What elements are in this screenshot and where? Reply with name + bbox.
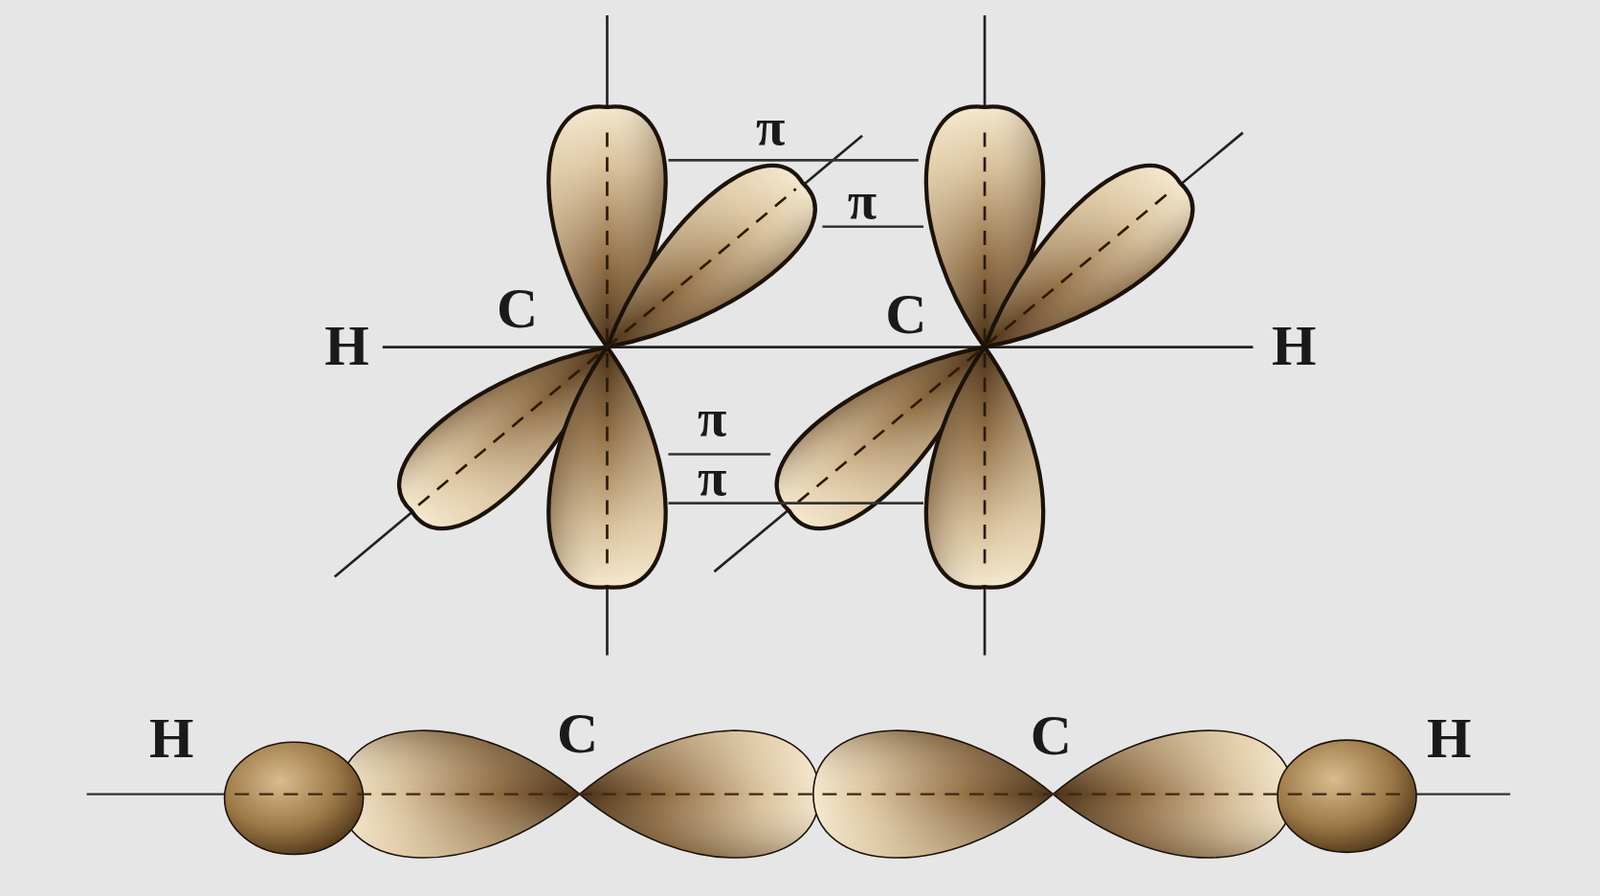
bond-label: π — [847, 174, 877, 227]
bond-label: π — [755, 101, 785, 155]
atom-label: H — [324, 316, 369, 375]
bond-label: π — [697, 450, 727, 504]
atom-label: C — [496, 279, 538, 337]
atom-label: C — [885, 285, 927, 343]
atom-label: H — [1271, 316, 1316, 375]
atom-label: C — [1030, 706, 1072, 764]
atom-label: H — [149, 709, 194, 767]
bond-label: π — [697, 391, 727, 445]
atom-label: H — [1426, 709, 1471, 767]
atom-label: C — [556, 704, 599, 762]
